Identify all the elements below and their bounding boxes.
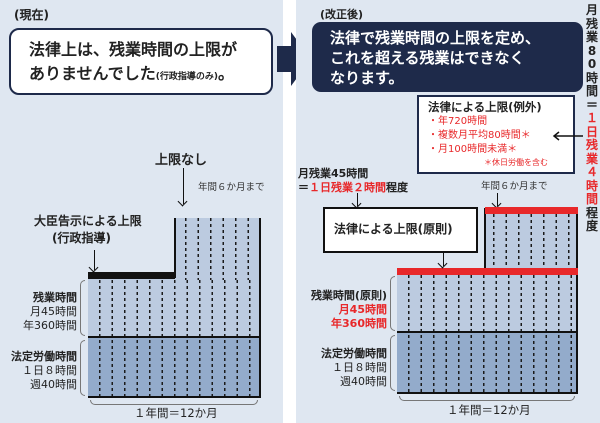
before-overtime-month: 月45時間 [30,305,77,318]
after-overtime-year: 年360時間 [331,317,387,330]
before-heading: (現在) [14,8,49,22]
before-six-months: 年間６か月まで [198,182,265,193]
monthly45-end: 程度 [386,181,408,194]
before-statutory-week: 週40時間 [30,378,77,391]
principle-box: 法律による上限(原則) [323,207,478,253]
after-message-line3: なります。 [330,69,404,87]
after-message-line1: 法律で残業時間の上限を定め、 [330,29,541,47]
principle-limit-bar [397,268,578,275]
side-note-end: 程度 [585,205,598,233]
before-divider [88,336,261,338]
after-divider [397,331,577,333]
after-heading: (改正後) [320,8,364,21]
after-overtime-label: 残業時間(原則) [310,289,387,302]
after-message-box: 法律で残業時間の上限を定め、 これを超える残業はできなく なります。 [312,22,583,92]
after-year-label: １年間＝12か月 [447,403,531,417]
after-month-dividers-tall [485,214,577,268]
side-note-black: 月残業80時間＝ [585,3,598,112]
principle-limit-label: 法律による上限(原則) [334,222,453,236]
after-overtime-brace [390,276,395,331]
ministerial-limit-bar [88,272,175,279]
step-edge [174,218,176,278]
exception-box: 法律による上限(例外) ・年720時間 ・複数月平均80時間＊ ・月100時間未… [417,95,575,174]
monthly45-arrow-icon [357,193,358,206]
exception-note: ＊休日労働を含む [484,158,548,167]
overtime-brace [80,280,85,336]
before-year-brace [90,400,258,405]
no-limit-arrow-icon [183,168,184,204]
after-year-brace [399,396,575,401]
exception-item: ・複数月平均80時間＊ [428,130,531,141]
transition-arrow-icon [277,32,311,86]
exception-title: 法律による上限(例外) [428,100,542,114]
monthly45-line1: 月残業45時間 [298,167,369,180]
ministerial-arrow-icon [94,250,95,270]
side-note-red: １日残業４時間 [585,111,598,206]
monthly45-eq: ＝ [298,181,309,194]
before-message-end: 。 [217,64,234,83]
after-baseline [397,392,577,394]
before-month-dividers-tall [175,218,260,280]
before-message-line2: ありませんでした [29,64,156,83]
after-month-dividers [397,275,577,393]
before-month-dividers [88,280,260,397]
exception-limit-bar [485,207,578,214]
after-statutory-day: １日８時間 [332,361,387,374]
right-edge [259,218,261,398]
after-statutory-week: 週40時間 [340,375,387,388]
after-step-edge [484,208,486,268]
six-months-arrow-icon [497,193,498,206]
admin-guidance-label: (行政指導) [52,231,111,245]
before-statutory-day: １日８時間 [22,364,77,377]
exception-pointer-arrow-icon [552,131,583,141]
no-limit-label: 上限なし [155,153,208,168]
after-statutory-label: 法定労働時間 [321,347,387,360]
after-message-line2: これを超える残業はできなく [330,49,525,67]
after-statutory-brace [390,335,395,391]
before-baseline [88,396,261,398]
exception-item: ・月100時間未満＊ [428,144,518,155]
after-right-edge [576,208,578,394]
side-note-monthly80: 月残業80時間＝１日残業４時間程度 [584,3,600,234]
before-overtime-year: 年360時間 [23,319,77,332]
statutory-brace [80,340,85,396]
principle-arrow-icon [443,253,444,266]
monthly45-red: １日残業２時間 [309,181,386,194]
before-overtime-label: 残業時間 [33,291,77,304]
after-overtime-month: 月45時間 [338,303,387,316]
ministerial-limit-label: 大臣告示による上限 [34,214,142,228]
exception-item: ・年720時間 [428,116,488,127]
before-message-box: 法律上は、残業時間の上限が ありませんでした(行政指導のみ)。 [9,28,273,95]
after-six-months: 年間６か月まで [481,181,548,192]
before-year-label: １年間＝12か月 [134,406,218,420]
before-message-note: (行政指導のみ) [155,72,218,82]
before-statutory-label: 法定労働時間 [11,350,77,363]
before-message-line1: 法律上は、残業時間の上限が [29,40,238,59]
